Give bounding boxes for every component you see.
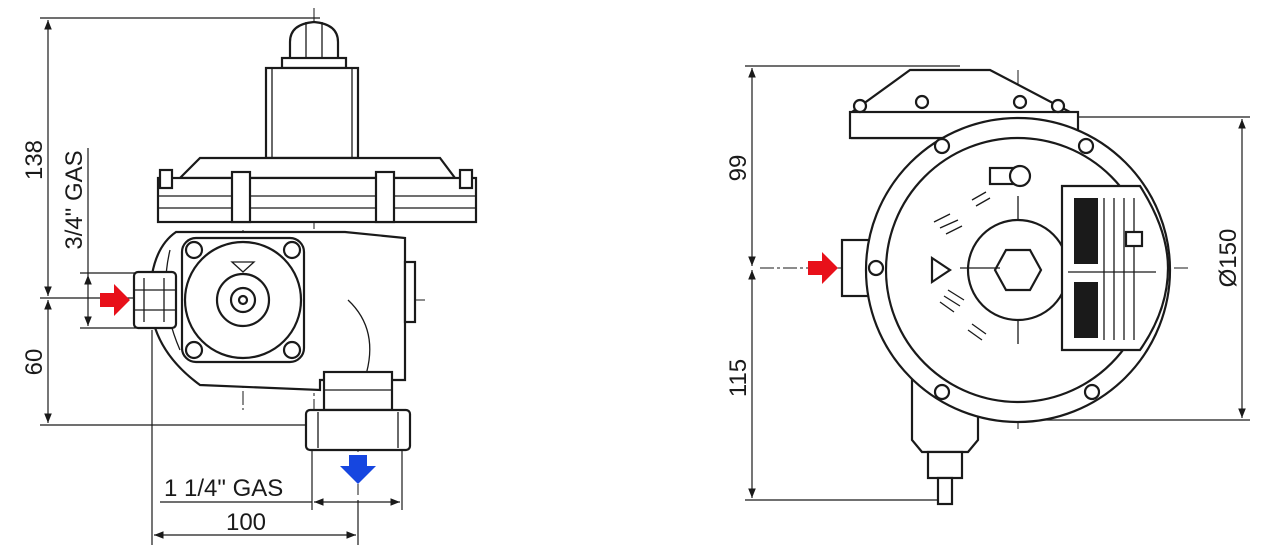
dimension-height-top: 138: [21, 17, 320, 296]
dimension-outlet-thread: 1 1/4" GAS: [160, 445, 403, 510]
dimension-height-bottom: 115: [725, 270, 948, 501]
dim-label-138: 138: [21, 140, 48, 180]
inlet-arrow: [100, 284, 130, 316]
embossed-markings: [933, 191, 991, 341]
regulator-dome-cap: [280, 20, 348, 70]
bolt-icon: [282, 340, 302, 360]
valve-face-flange: [180, 236, 306, 364]
dimension-width: 100: [151, 330, 359, 545]
outlet-arrow: [340, 455, 376, 484]
bolt-icon: [184, 340, 204, 360]
dim-label-60: 60: [21, 349, 48, 376]
dimension-diameter: Ø150: [1022, 116, 1250, 421]
nameplate: [1060, 184, 1170, 352]
dim-label-100: 100: [226, 509, 266, 536]
top-view: 99 115 Ø150: [725, 65, 1250, 506]
side-view: 138 60 3/4" GAS 1 1/4" GAS: [21, 8, 478, 545]
dim-label-diameter: Ø150: [1215, 229, 1242, 288]
adjustment-knob: [988, 164, 1032, 188]
bolt-icon: [933, 137, 951, 155]
outlet-connector: [304, 370, 412, 452]
bolt-icon: [282, 240, 302, 260]
nameplate-block: [1074, 198, 1098, 264]
dim-label-99: 99: [725, 155, 752, 182]
diaphragm-housing: [156, 156, 478, 224]
nameplate-block: [1074, 282, 1098, 338]
bolt-icon: [1083, 383, 1101, 401]
inlet-connector: [132, 270, 178, 330]
outlet-thread-label: 1 1/4" GAS: [164, 475, 283, 502]
dimension-inlet-thread: 3/4" GAS: [61, 148, 140, 329]
bolt-icon: [867, 259, 885, 277]
bolt-icon: [184, 240, 204, 260]
bolt-icon: [933, 383, 951, 401]
bolt-icon: [1077, 137, 1095, 155]
spring-housing: [264, 66, 360, 160]
dimension-height-top: 99: [725, 65, 960, 266]
dim-label-115: 115: [725, 359, 752, 397]
inlet-thread-label: 3/4" GAS: [61, 150, 88, 249]
inlet-arrow: [808, 252, 838, 284]
